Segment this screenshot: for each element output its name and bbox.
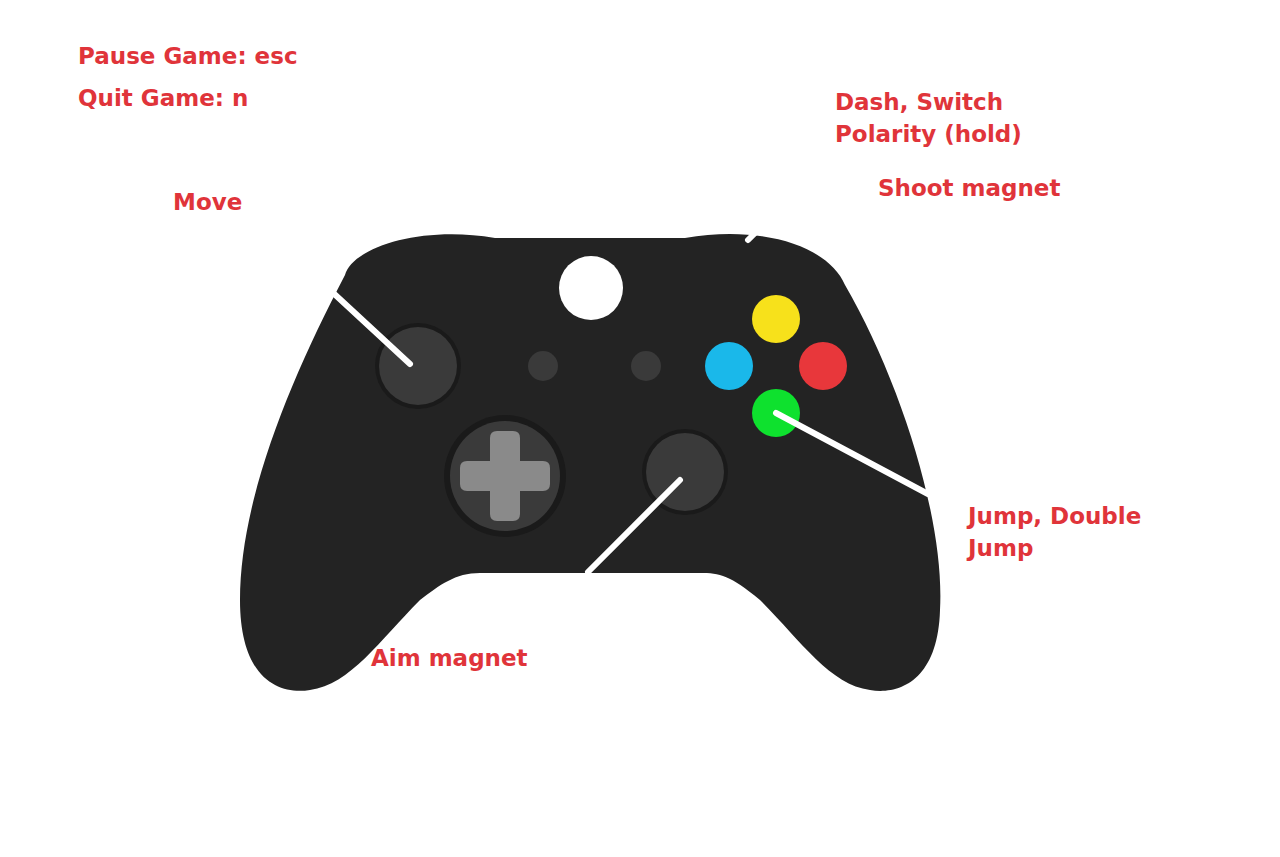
left-stick-ring: [375, 323, 461, 409]
control-label: Move: [173, 186, 242, 218]
control-label: Shoot magnet: [878, 172, 1060, 204]
left-stick: [379, 327, 457, 405]
dpad-ring: [444, 415, 566, 537]
b-button: [799, 342, 847, 390]
leader-line: [748, 224, 764, 240]
control-label: Aim magnet: [371, 642, 528, 674]
leader-line: [330, 290, 410, 364]
control-label: Dash, Switch Polarity (hold): [835, 86, 1085, 150]
control-label: Quit Game: n: [78, 82, 248, 114]
control-label: Jump, Double Jump: [968, 500, 1173, 564]
guide-button: [559, 256, 623, 320]
y-button: [752, 295, 800, 343]
leader-line: [588, 480, 680, 572]
view-button: [528, 351, 558, 381]
leader-line: [776, 413, 928, 494]
dpad-cross: [460, 431, 550, 521]
control-label: Pause Game: esc: [78, 40, 298, 72]
dpad-base: [450, 421, 560, 531]
menu-button: [631, 351, 661, 381]
controller-body: [240, 234, 940, 691]
x-button: [705, 342, 753, 390]
